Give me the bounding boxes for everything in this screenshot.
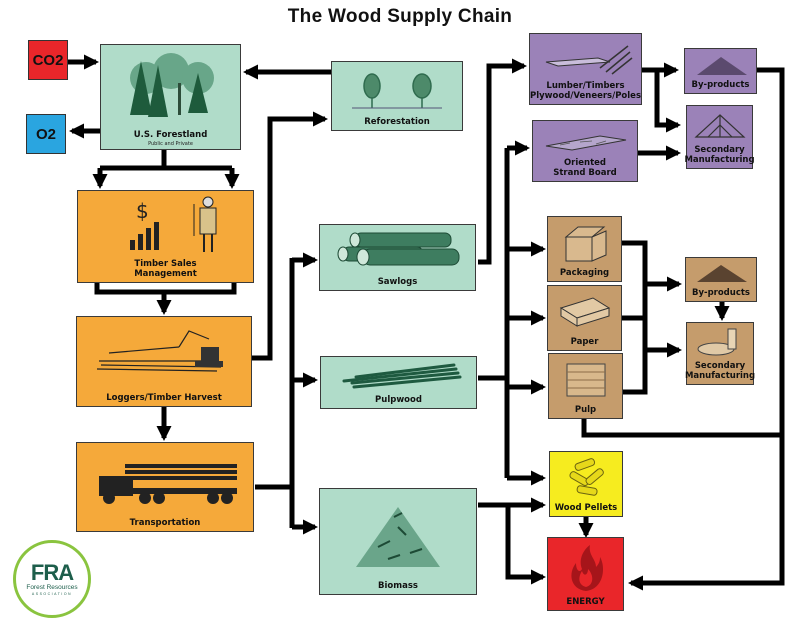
arrow-timber-sales-to-loggers (94, 283, 237, 312)
o2-box: O2 (26, 114, 66, 154)
lumber-icon (530, 34, 641, 81)
seedlings-icon (332, 62, 462, 117)
byproducts-top-label: By-products (691, 80, 750, 90)
flame-icon (548, 538, 623, 597)
osb-panel-icon (533, 121, 637, 158)
arrow-loggers-to-reforestation (252, 111, 328, 361)
excavator-icon (77, 317, 251, 393)
logs-icon (320, 225, 475, 277)
byproducts-mid-label: By-products (692, 288, 750, 298)
co2-label: CO2 (32, 51, 64, 69)
node-pulp: Pulp (548, 353, 623, 419)
co2-box: CO2 (28, 40, 68, 80)
node-transportation: Transportation (76, 442, 254, 532)
node-forestland: U.S. Forestland Public and Private (100, 44, 241, 150)
node-reforestation: Reforestation (331, 61, 463, 131)
paper-ream-icon (548, 286, 621, 337)
svg-text:$: $ (136, 199, 149, 223)
arrow-transportation-split (255, 258, 295, 528)
wood-chips-icon (320, 489, 476, 581)
box-icon (548, 217, 621, 268)
diagram-title: The Wood Supply Chain (287, 6, 513, 27)
logo-abbr: FRA (30, 560, 74, 585)
pulpwood-bundle-icon (321, 357, 476, 395)
pulp-bale-icon (549, 354, 622, 405)
forestland-label: U.S. Forestland (133, 130, 208, 140)
node-energy: ENERGY (547, 537, 624, 611)
sawlogs-label: Sawlogs (377, 277, 418, 287)
transportation-label: Transportation (129, 518, 201, 528)
node-biomass: Biomass (319, 488, 477, 595)
biomass-label: Biomass (378, 581, 418, 591)
paper-label: Paper (570, 337, 599, 347)
o2-label: O2 (35, 125, 56, 143)
arrow-byproducts-to-energy (628, 67, 785, 591)
node-paper: Paper (547, 285, 622, 351)
arrow-pulp-to-energy (581, 418, 782, 438)
node-packaging: Packaging (547, 216, 622, 282)
trees-icon (101, 45, 240, 130)
paper-goods-icon (687, 323, 753, 361)
node-pulpwood: Pulpwood (320, 356, 477, 409)
log-truck-icon (77, 443, 253, 518)
energy-label: ENERGY (566, 597, 605, 607)
node-sawlogs: Sawlogs (319, 224, 476, 291)
pellets-icon (550, 452, 622, 503)
loggers-label: Loggers/Timber Harvest (106, 393, 222, 403)
forestland-sublabel: Public and Private (148, 141, 193, 147)
node-byproducts-mid: By-products (685, 257, 757, 302)
sawdust-pile-icon (685, 49, 756, 80)
arrow-pulpwood-bus (478, 148, 510, 478)
node-wood-pellets: Wood Pellets (549, 451, 623, 517)
fra-logo: FRA Forest Resources ASSOCIATION (13, 540, 91, 618)
logo-tagline: ASSOCIATION (31, 592, 73, 596)
packaging-label: Packaging (559, 268, 610, 278)
reforestation-label: Reforestation (364, 117, 430, 127)
node-loggers: Loggers/Timber Harvest (76, 316, 252, 407)
roof-truss-icon (687, 106, 752, 145)
pulp-label: Pulp (574, 405, 597, 415)
arrow-biomass-to-energy (505, 505, 546, 585)
node-byproducts-top: By-products (684, 48, 757, 94)
forester-chart-icon: $ (78, 191, 253, 259)
arrow-lumber-to-secondary (654, 70, 681, 133)
arrow-sawlogs-to-lumber (478, 58, 527, 265)
wood-pellets-label: Wood Pellets (554, 503, 618, 513)
logo-name: Forest Resources (26, 584, 78, 591)
sawdust-pile-icon (686, 258, 756, 288)
arrow-forestland-to-timber-sales (97, 148, 235, 186)
pulpwood-label: Pulpwood (375, 395, 422, 405)
